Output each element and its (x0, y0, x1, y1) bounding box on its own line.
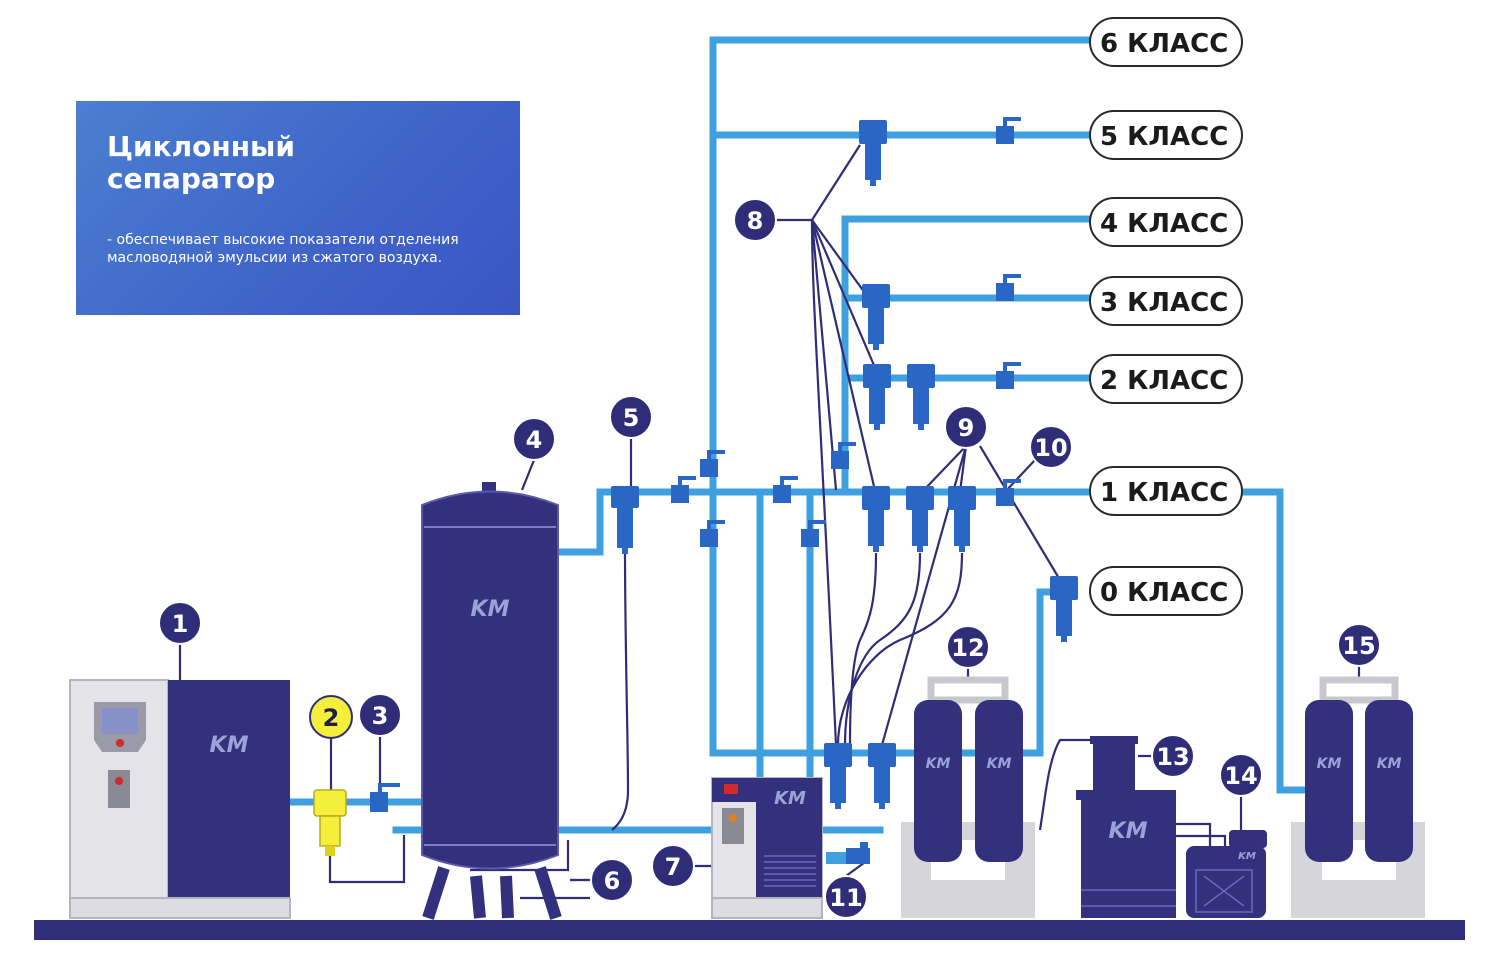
valve-branch (831, 442, 856, 469)
collector-logo: KM (1238, 851, 1256, 862)
valve-class3 (996, 274, 1021, 301)
class-label-5: 1 КЛАСС (1089, 466, 1243, 516)
valve-class1 (996, 479, 1021, 506)
valve-riser-bottom (700, 520, 725, 547)
marker-15: 15 (1337, 623, 1381, 667)
oil-water-separator: KM (1076, 736, 1176, 918)
filter-dryer-a (824, 743, 852, 809)
marker-5: 5 (609, 395, 653, 439)
class-label-1: 5 КЛАСС (1089, 110, 1243, 160)
adsorber2-logo-right: KM (1377, 756, 1402, 772)
air-receiver-tank: KM (421, 482, 562, 920)
drain-lines (178, 144, 1361, 900)
valve-dryer-bypass (801, 520, 826, 547)
valve-main-1 (671, 476, 696, 503)
marker-label: 11 (829, 884, 862, 912)
marker-13: 13 (1151, 734, 1195, 778)
class-label-4: 2 КЛАСС (1089, 354, 1243, 404)
filter-main-b (906, 486, 934, 552)
valves (671, 117, 1021, 547)
info-card: Циклонный сепаратор - обеспечивает высок… (76, 101, 520, 315)
marker-10: 10 (1029, 425, 1073, 469)
class-label-text: 4 КЛАСС (1100, 209, 1228, 239)
marker-label: 10 (1034, 434, 1067, 462)
refrigerated-dryer: KM (711, 777, 823, 919)
emergency-stop (108, 770, 130, 808)
filter-class5 (859, 120, 887, 186)
filter-main-c (948, 486, 976, 552)
marker-3: 3 (358, 693, 402, 737)
class-label-text: 1 КЛАСС (1100, 478, 1228, 508)
marker-label: 2 (323, 704, 340, 732)
filters (824, 120, 1078, 809)
control-screen (102, 708, 138, 734)
class-label-text: 2 КЛАСС (1100, 366, 1228, 396)
adsorber2-logo-left: KM (1317, 756, 1342, 772)
valve-main-2 (773, 476, 798, 503)
ball-valve (370, 783, 400, 812)
screw-compressor: KM (69, 679, 291, 919)
tank-logo: KM (471, 597, 510, 622)
info-title: Циклонный сепаратор (107, 130, 295, 195)
class-label-text: 3 КЛАСС (1100, 288, 1228, 318)
valve-class2 (996, 362, 1021, 389)
marker-14: 14 (1219, 753, 1263, 797)
marker-2: 2 (309, 695, 353, 739)
filter-class2-b (907, 364, 935, 430)
class-label-text: 5 КЛАСС (1100, 122, 1228, 152)
marker-label: 5 (623, 404, 640, 432)
adsorption-dryer-2: KM KM (1291, 676, 1425, 918)
valve-class5 (996, 117, 1021, 144)
valve-riser-top (700, 450, 725, 477)
filter-main-a (862, 486, 890, 552)
filter-class0 (1050, 576, 1078, 642)
marker-label: 9 (958, 414, 975, 442)
marker-9: 9 (944, 405, 988, 449)
marker-label: 3 (372, 702, 389, 730)
marker-12: 12 (946, 625, 990, 669)
marker-label: 12 (951, 634, 984, 662)
marker-6: 6 (590, 858, 634, 902)
info-description: - обеспечивает высокие показатели отделе… (107, 232, 459, 266)
marker-8: 8 (733, 198, 777, 242)
marker-11: 11 (824, 875, 868, 919)
floor-base (34, 920, 1465, 940)
marker-label: 1 (172, 610, 189, 638)
class-label-2: 4 КЛАСС (1089, 197, 1243, 247)
marker-label: 13 (1156, 743, 1189, 771)
marker-label: 14 (1224, 762, 1257, 790)
marker-1: 1 (158, 601, 202, 645)
filter-class3 (862, 284, 890, 350)
marker-label: 6 (604, 867, 621, 895)
adsorber-logo-right: KM (987, 756, 1012, 772)
dryer-logo: KM (774, 788, 806, 809)
purity-class-labels: 6 КЛАСС 5 КЛАСС 4 КЛАСС 3 КЛАСС 2 КЛАСС 1 КЛА… (1089, 17, 1243, 616)
marker-label: 15 (1342, 632, 1375, 660)
separator-logo: KM (1109, 819, 1148, 844)
class-label-0: 6 КЛАСС (1089, 17, 1243, 67)
condensate-drain (826, 842, 870, 864)
marker-label: 4 (526, 426, 543, 454)
filter-class2-a (863, 364, 891, 430)
class-label-6: 0 КЛАСС (1089, 566, 1243, 616)
adsorption-dryer: KM KM (901, 676, 1035, 918)
compressor-logo: KM (210, 733, 249, 758)
adsorber-logo-left: KM (926, 756, 951, 772)
class-label-text: 0 КЛАСС (1100, 578, 1228, 608)
marker-label: 8 (747, 207, 764, 235)
filter-dryer-b (868, 743, 896, 809)
oil-collector: KM (1186, 830, 1267, 918)
class-label-3: 3 КЛАСС (1089, 276, 1243, 326)
marker-4: 4 (512, 417, 556, 461)
cyclone-separator (313, 789, 347, 856)
line-filter (611, 486, 639, 554)
class-label-text: 6 КЛАСС (1100, 29, 1228, 59)
marker-label: 7 (665, 853, 682, 881)
marker-7: 7 (651, 844, 695, 888)
